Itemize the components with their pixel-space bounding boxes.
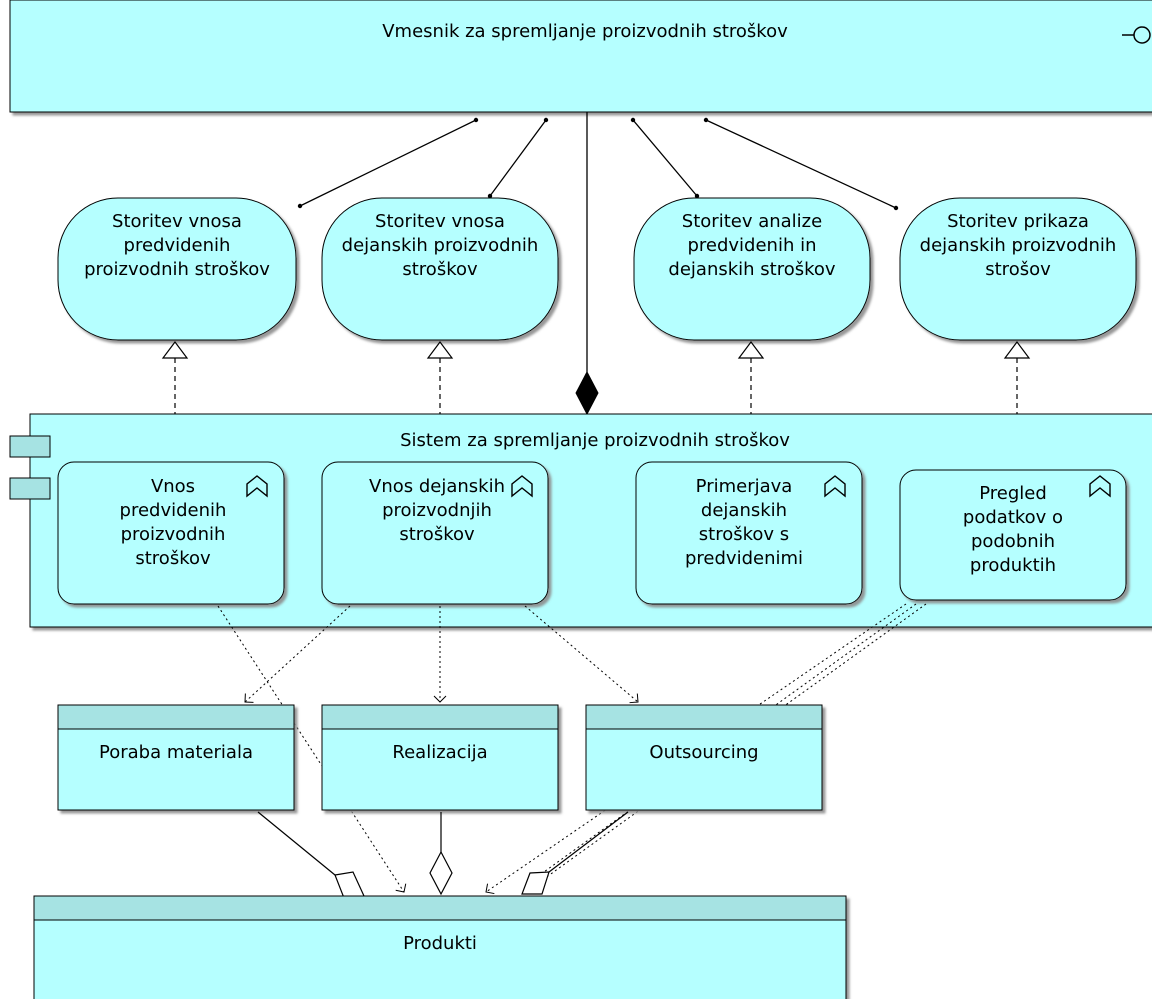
service-shape-1 bbox=[57, 197, 297, 341]
access-line-4 bbox=[217, 605, 407, 893]
data-object-label-3: Outsourcing bbox=[649, 742, 759, 763]
assignment-line-4 bbox=[703, 117, 899, 211]
data-object-label-2: Realizacija bbox=[392, 742, 488, 763]
access-line-1 bbox=[244, 605, 351, 703]
function-label-2: Vnos dejanskih proizvodnjih stroškov bbox=[369, 476, 505, 545]
component-title: Sistem za spremljanje proizvodnih strošk… bbox=[400, 430, 790, 451]
interface-box[interactable] bbox=[9, 0, 1152, 113]
function-icons bbox=[246, 475, 1111, 498]
product-label: Produkti bbox=[403, 933, 477, 954]
function-shape-4 bbox=[899, 469, 1127, 601]
service-label-2: Storitev vnosa dejanskih proizvodnih str… bbox=[341, 211, 539, 280]
function-shape-2 bbox=[321, 461, 549, 605]
function-shapes bbox=[57, 461, 1127, 605]
realization-3 bbox=[737, 341, 765, 462]
function-icon-1 bbox=[246, 475, 268, 498]
assignment-line-3 bbox=[630, 117, 700, 199]
assignment-line-1 bbox=[297, 117, 479, 209]
assignment-lines bbox=[297, 117, 899, 211]
data-object-shape-1 bbox=[57, 704, 295, 811]
interface-icon bbox=[1122, 26, 1151, 44]
realization-1 bbox=[161, 341, 189, 462]
service-label-4: Storitev prikaza dejanskih proizvodnih s… bbox=[919, 211, 1117, 280]
data-object-shape-2 bbox=[321, 704, 559, 811]
aggregation-2 bbox=[429, 812, 453, 896]
service-shapes bbox=[57, 197, 1137, 341]
function-label-4: Pregled podatkov o podobnih produktih bbox=[962, 483, 1064, 576]
interface-title: Vmesnik za spremljanje proizvodnih stroš… bbox=[382, 21, 788, 42]
aggregation-connectors bbox=[257, 811, 629, 899]
function-icon-4 bbox=[1089, 475, 1111, 498]
component-icon bbox=[9, 435, 51, 500]
composition-connector bbox=[575, 112, 599, 416]
data-object-shapes bbox=[57, 704, 823, 811]
function-icon-3 bbox=[824, 475, 846, 498]
aggregation-3 bbox=[521, 811, 629, 895]
function-shape-1 bbox=[57, 461, 285, 605]
service-shape-4 bbox=[899, 197, 1137, 341]
access-line-6 bbox=[529, 603, 917, 883]
service-label-1: Storitev vnosa predvidenih proizvodnih s… bbox=[84, 211, 270, 280]
service-shape-3 bbox=[633, 197, 871, 341]
function-label-1: Vnos predvidenih proizvodnih stroškov bbox=[119, 476, 227, 569]
data-object-shape-3 bbox=[585, 704, 823, 811]
function-icon-2 bbox=[511, 475, 533, 498]
function-label-3: Primerjava dejanskih stroškov s predvide… bbox=[684, 476, 804, 569]
product-shape bbox=[33, 895, 847, 999]
access-connectors bbox=[217, 603, 927, 895]
aggregation-1 bbox=[257, 811, 365, 899]
service-label-3: Storitev analize predvidenih in dejanski… bbox=[668, 211, 836, 280]
service-shape-2 bbox=[321, 197, 559, 341]
assignment-line-2 bbox=[487, 117, 549, 199]
realization-2 bbox=[426, 341, 454, 462]
function-shape-3 bbox=[635, 461, 863, 605]
data-object-label-1: Poraba materiala bbox=[99, 742, 253, 763]
